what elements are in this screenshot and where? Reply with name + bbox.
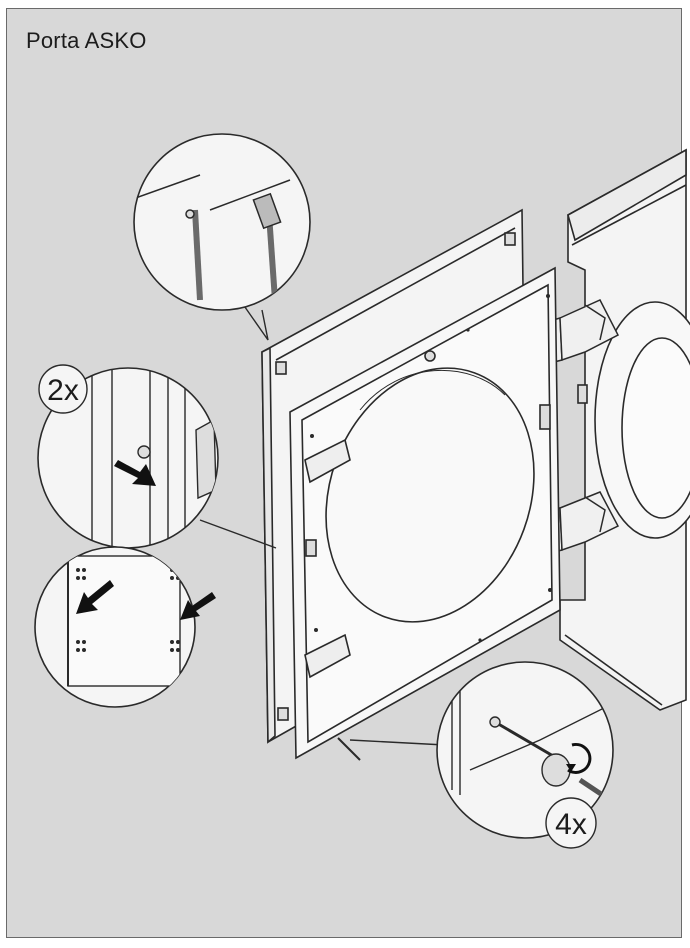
frame-slot-left: [305, 539, 317, 557]
count-badge-4x: 4x: [545, 797, 597, 849]
arrow-right-icon: [180, 592, 216, 620]
callout-handle-detail: [133, 133, 311, 311]
page-title: Porta ASKO: [26, 28, 147, 53]
panel-slot-top-right: [504, 232, 516, 246]
count-2x-label: 2x: [47, 374, 79, 407]
callout-tail-br: [349, 739, 446, 746]
arrow-left-icon: [76, 580, 114, 614]
panel-slot-bottom-left: [277, 707, 289, 721]
callout-screw-detail: [37, 367, 219, 549]
callout-tail-mid: [199, 519, 277, 549]
upper-bracket: [304, 438, 351, 484]
arrow-icon: [114, 460, 156, 486]
lower-bracket: [304, 633, 351, 679]
callout-mount-detail: [436, 661, 614, 839]
washer-door-glass: [621, 337, 690, 519]
callout-tail-top: [239, 299, 269, 341]
screwdriver-hint: [337, 737, 361, 761]
rotate-icon: [567, 742, 592, 774]
callout-plate-detail: [34, 546, 216, 708]
count-badge-2x: 2x: [38, 364, 88, 414]
count-4x-label: 4x: [555, 808, 587, 841]
inner-door-frame: [289, 266, 561, 760]
door-handle-slot: [539, 404, 551, 430]
washing-machine: [559, 148, 690, 711]
washer-latch: [577, 384, 588, 404]
panel-slot-top-left: [275, 361, 287, 375]
